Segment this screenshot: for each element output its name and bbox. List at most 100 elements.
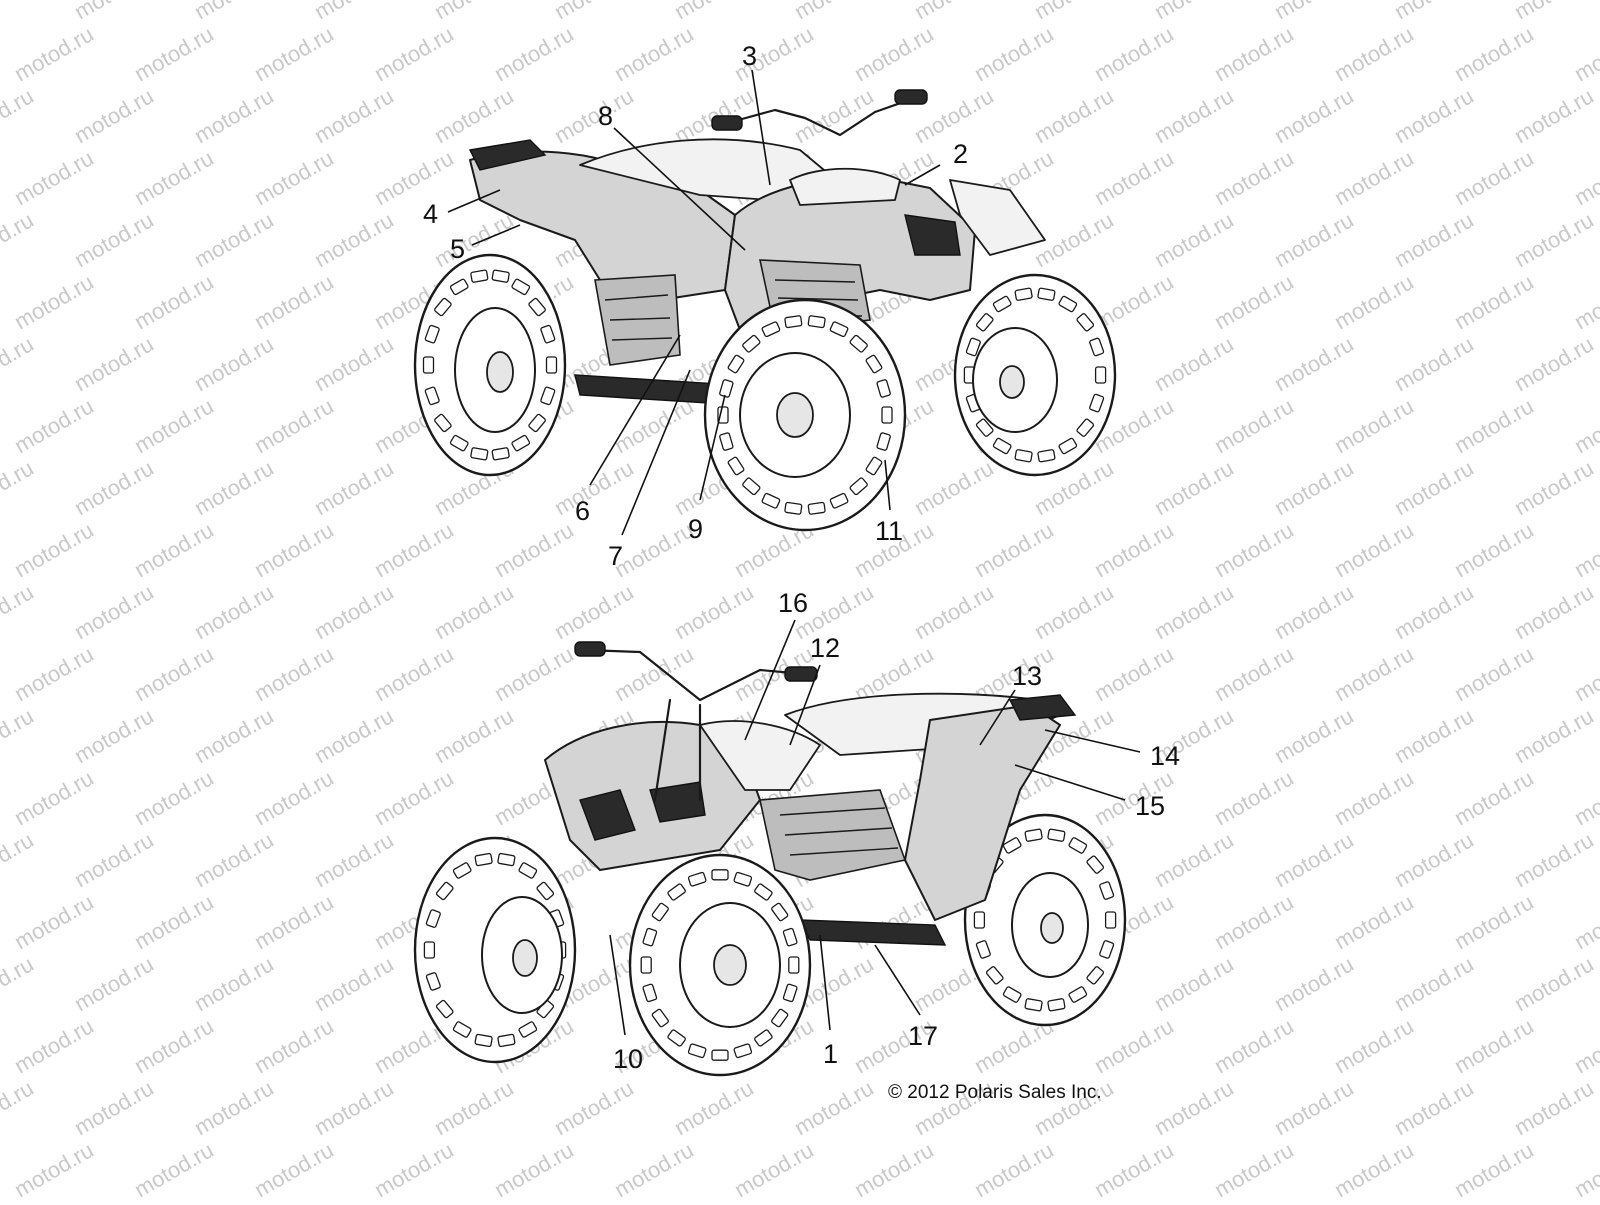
tire-lug bbox=[992, 295, 1012, 313]
tire-lug bbox=[975, 313, 994, 332]
atv-front-left-view bbox=[413, 641, 1127, 1077]
watermark-text: motod.ru bbox=[310, 207, 398, 272]
tire-lug bbox=[642, 983, 658, 1003]
watermark-text: motod.ru bbox=[1330, 641, 1418, 706]
tire-lug bbox=[452, 862, 472, 879]
watermark-text: motod.ru bbox=[310, 331, 398, 396]
watermark-text: motod.ru bbox=[1390, 331, 1478, 396]
watermark-text: motod.ru bbox=[130, 21, 218, 86]
watermark-text: motod.ru bbox=[0, 83, 38, 148]
tire-lug bbox=[434, 297, 452, 317]
watermark-text: motod.ru bbox=[10, 21, 98, 86]
tire-lug bbox=[1024, 828, 1043, 842]
watermark-text: motod.ru bbox=[1570, 889, 1600, 954]
tire-lug bbox=[540, 324, 556, 344]
callout-4: 4 bbox=[423, 199, 438, 229]
watermark-text: motod.ru bbox=[1570, 393, 1600, 458]
tire-lug bbox=[425, 972, 441, 991]
watermark-text: motod.ru bbox=[1270, 1075, 1358, 1140]
tire-lug bbox=[1089, 337, 1105, 357]
watermark-text: motod.ru bbox=[70, 455, 158, 520]
watermark-text: motod.ru bbox=[1030, 0, 1118, 24]
watermark-text: motod.ru bbox=[130, 641, 218, 706]
tire-lug bbox=[470, 447, 489, 461]
watermark-text: motod.ru bbox=[1570, 21, 1600, 86]
tire-lug bbox=[1058, 437, 1078, 455]
watermark-text: motod.ru bbox=[1270, 331, 1358, 396]
watermark-text: motod.ru bbox=[1390, 1075, 1478, 1140]
watermark-text: motod.ru bbox=[0, 579, 38, 644]
watermark-text: motod.ru bbox=[1390, 455, 1478, 520]
callout-14: 14 bbox=[1150, 741, 1180, 771]
watermark-text: motod.ru bbox=[70, 331, 158, 396]
watermark-text: motod.ru bbox=[1210, 517, 1298, 582]
tire-lug bbox=[511, 434, 531, 452]
watermark-text: motod.ru bbox=[1270, 827, 1358, 892]
tire-lug bbox=[711, 869, 729, 881]
watermark-text: motod.ru bbox=[670, 1075, 758, 1140]
tire-lug bbox=[528, 297, 546, 317]
watermark-text: motod.ru bbox=[70, 951, 158, 1016]
tire-lug bbox=[1068, 986, 1088, 1003]
callout-6: 6 bbox=[575, 496, 590, 526]
watermark-text: motod.ru bbox=[1090, 517, 1178, 582]
watermark-text: motod.ru bbox=[1150, 579, 1238, 644]
tire-lug bbox=[651, 1008, 669, 1028]
tire-lug bbox=[1099, 881, 1115, 900]
watermark-text: motod.ru bbox=[250, 1137, 338, 1200]
watermark-text: motod.ru bbox=[190, 827, 278, 892]
tire-lug bbox=[727, 456, 745, 476]
watermark-text: motod.ru bbox=[190, 0, 278, 24]
callout-2: 2 bbox=[953, 139, 968, 169]
watermark-text: motod.ru bbox=[610, 1137, 698, 1200]
tire-lug bbox=[1047, 828, 1066, 842]
tire-lug bbox=[1086, 855, 1105, 874]
tire-lug bbox=[1014, 287, 1033, 301]
watermark-text: motod.ru bbox=[1510, 703, 1598, 768]
tire-lug bbox=[1037, 287, 1056, 301]
watermark-text: motod.ru bbox=[1030, 83, 1118, 148]
tire-lug bbox=[784, 501, 803, 515]
watermark-text: motod.ru bbox=[430, 579, 518, 644]
tire-lug bbox=[422, 356, 435, 374]
watermark-text: motod.ru bbox=[0, 0, 38, 24]
watermark-text: motod.ru bbox=[1510, 207, 1598, 272]
watermark-text: motod.ru bbox=[250, 517, 338, 582]
front-fender-b bbox=[699, 720, 821, 791]
watermark-text: motod.ru bbox=[250, 641, 338, 706]
watermark-text: motod.ru bbox=[0, 331, 38, 396]
headlight-left bbox=[579, 789, 636, 841]
tire-lug bbox=[1058, 295, 1078, 313]
watermark-text: motod.ru bbox=[430, 83, 518, 148]
watermark-text: motod.ru bbox=[1330, 21, 1418, 86]
headlight-pod bbox=[904, 214, 961, 256]
watermark-text: motod.ru bbox=[1570, 765, 1600, 830]
watermark-text: motod.ru bbox=[1210, 1137, 1298, 1200]
tire-lug bbox=[1024, 998, 1043, 1012]
rear-grab-bar bbox=[468, 139, 547, 171]
tire-lug bbox=[435, 999, 454, 1019]
watermark-text: motod.ru bbox=[0, 455, 38, 520]
watermark-text: motod.ru bbox=[1390, 0, 1478, 24]
watermark-text: motod.ru bbox=[430, 703, 518, 768]
watermark-text: motod.ru bbox=[10, 889, 98, 954]
watermark-text: motod.ru bbox=[1390, 83, 1478, 148]
watermark-text: motod.ru bbox=[0, 951, 38, 1016]
tire-lug bbox=[754, 1029, 773, 1047]
tire-lug bbox=[992, 437, 1012, 455]
watermark-text: motod.ru bbox=[310, 0, 398, 24]
watermark-text: motod.ru bbox=[250, 1013, 338, 1078]
watermark-text: motod.ru bbox=[310, 455, 398, 520]
watermark-text: motod.ru bbox=[190, 1075, 278, 1140]
watermark-text: motod.ru bbox=[670, 579, 758, 644]
tire-lug bbox=[829, 321, 849, 338]
tire-lug bbox=[434, 413, 452, 433]
watermark-text: motod.ru bbox=[1210, 269, 1298, 334]
tire-lug bbox=[1002, 986, 1022, 1003]
watermark-text: motod.ru bbox=[70, 1075, 158, 1140]
tire-lug bbox=[975, 418, 994, 437]
watermark-text: motod.ru bbox=[0, 703, 38, 768]
watermark-text: motod.ru bbox=[1390, 951, 1478, 1016]
